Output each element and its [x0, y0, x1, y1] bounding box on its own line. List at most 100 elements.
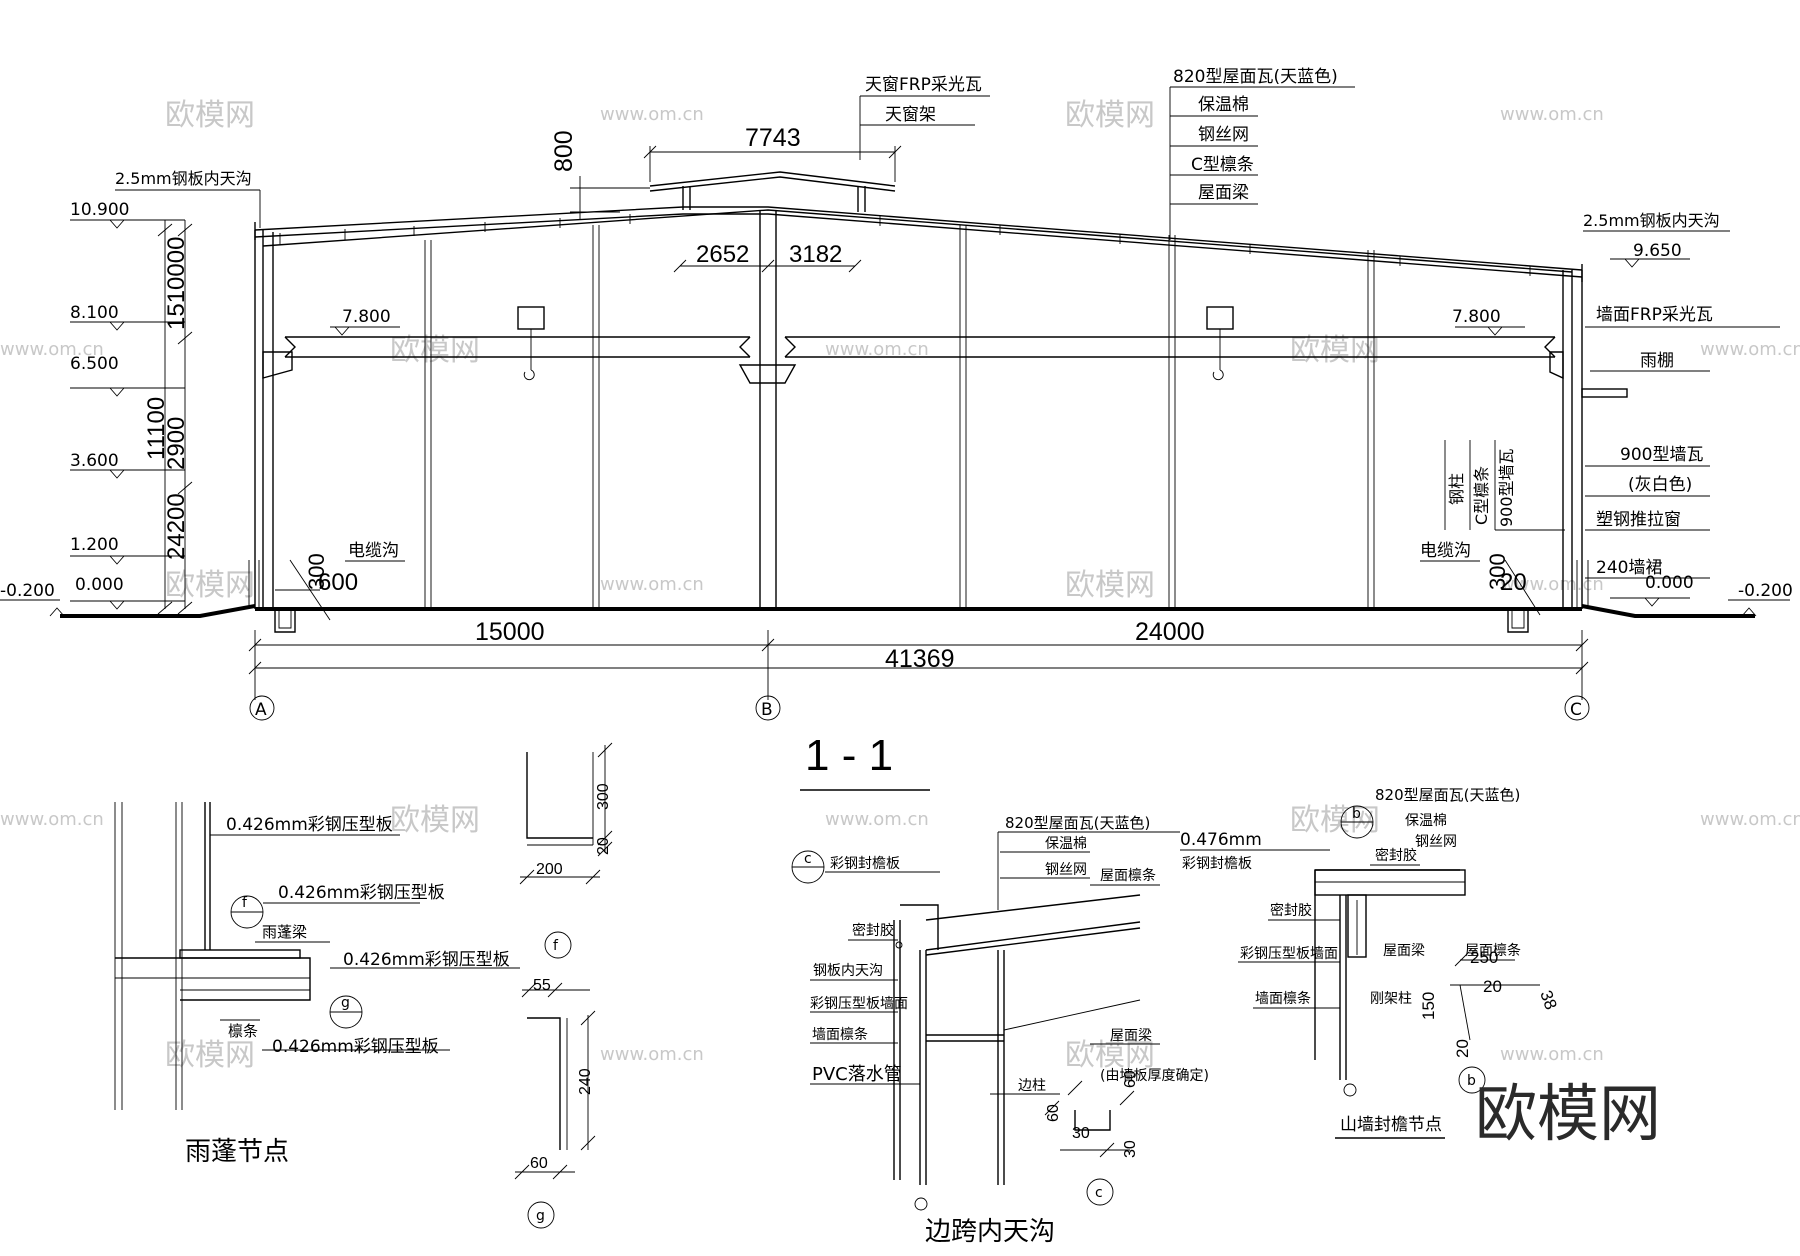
axis-bubble-b: B [755, 695, 781, 721]
watermark-url: www.om.cn [1500, 1044, 1604, 1065]
dim-f-200: 200 [536, 861, 563, 878]
gutter-bubble-c: c [804, 851, 812, 867]
ground-line [1581, 604, 1755, 618]
dim-trench-right-b: 20 [1500, 569, 1527, 596]
gutter-label-7: 彩钢压型板墙面 [810, 996, 908, 1012]
elevation-label: 6.500 [70, 354, 119, 374]
dim-g-240: 240 [577, 1068, 594, 1095]
gutter-right-label: 2.5mm钢板内天沟 [1583, 211, 1720, 230]
gutter-detail: 820型屋面瓦(天蓝色) 保温棉 钢丝网 屋面檩条 c 彩钢封檐板 密封胶 钢板… [791, 814, 1209, 1247]
axis-bubble-a: A [249, 695, 275, 721]
elevation-label: 9.650 [1633, 241, 1682, 261]
watermark-cn: 欧模网 [390, 333, 480, 368]
roof-label-purlin: C型檩条 [1191, 155, 1254, 175]
axis-bubble-c: C [1564, 695, 1590, 721]
skylight-frame-label: 天窗架 [885, 105, 936, 125]
axis-label: C [1570, 700, 1582, 720]
elevation-label: -0.200 [0, 581, 55, 601]
dim-col-upper: 1510000 [163, 237, 190, 330]
skylight [649, 171, 896, 212]
watermark-url: www.om.cn [1700, 339, 1800, 360]
watermark-url: www.om.cn [0, 809, 104, 830]
roof-rafters [254, 206, 1583, 282]
wall-skirt [248, 560, 1589, 609]
canopy-label-6: 0.426mm彩钢压型板 [272, 1037, 439, 1057]
canopy-label-1: 0.426mm彩钢压型板 [226, 815, 393, 835]
watermark-cn: 欧模网 [1065, 568, 1155, 603]
dim-total: 41369 [885, 645, 955, 673]
axis-label: B [761, 700, 773, 720]
skylight-frp-label: 天窗FRP采光瓦 [865, 75, 982, 95]
watermark-url: www.om.cn [1500, 104, 1604, 125]
dim-b-20: 20 [1483, 977, 1502, 996]
gable-label-4: 彩钢封檐板 [1182, 856, 1252, 872]
elevation-marks-left: 10.900 8.100 6.500 3.600 1.200 0.000 -0.… [0, 200, 185, 617]
window-label: 塑钢推拉窗 [1596, 510, 1681, 530]
gutter-left-callout: 2.5mm钢板内天沟 [115, 169, 261, 228]
cable-trench-right [1507, 609, 1529, 633]
elevation-label: 0.000 [75, 575, 124, 595]
dim-skylight-height: 800 [550, 130, 578, 172]
gable-label-6: 屋面檩条 [1465, 942, 1521, 959]
roof-label-tile: 820型屋面瓦(天蓝色) [1173, 67, 1338, 87]
canopy-right [1581, 388, 1628, 398]
ground-line [60, 604, 256, 618]
column-c [1562, 270, 1583, 609]
gutter-label-4: 彩钢封檐板 [830, 856, 900, 872]
crane-elevation-marks: 7.800 7.800 [330, 307, 1525, 336]
watermark-cn: 欧模网 [1290, 333, 1380, 368]
dim-b-250: 250 [1470, 948, 1498, 967]
vertical-label-column: 钢柱 [1447, 473, 1466, 505]
watermark-cn: 欧模网 [1065, 98, 1155, 133]
canopy-label: 雨棚 [1640, 351, 1674, 371]
dim-ridge-left: 2652 [696, 241, 749, 268]
elevation-label: 8.100 [70, 303, 119, 323]
cable-trench-left [274, 609, 296, 633]
dim-col-mid: 2900 [163, 417, 190, 470]
gable-label-9: 彩钢压型板墙面 [1240, 946, 1338, 962]
dim-c-30b: 30 [1122, 1140, 1139, 1158]
watermark-cn: 欧模网 [165, 1038, 255, 1073]
gable-bubble-b: b [1352, 806, 1361, 822]
roof-label-mesh: 钢丝网 [1198, 125, 1249, 145]
roof-purlins [279, 214, 1531, 276]
gable-label-0: 820型屋面瓦(天蓝色) [1375, 786, 1520, 804]
detail-c: 60 30 30 60 c [1044, 1070, 1139, 1206]
watermark-url: www.om.cn [600, 104, 704, 125]
dim-trench-left-a: 300 [304, 553, 329, 590]
dim-c-60a: 60 [1045, 1104, 1062, 1122]
gable-label-5: 密封胶 [1375, 847, 1417, 864]
dim-col-total: 11100 [143, 397, 170, 460]
canopy-detail-title: 雨蓬节点 [185, 1137, 289, 1167]
gable-label-11: 刚架柱 [1370, 991, 1412, 1007]
dim-span-ab: 15000 [475, 618, 545, 646]
watermark-url: www.om.cn [825, 339, 929, 360]
dim-b-20b: 20 [1453, 1039, 1472, 1058]
span-dims: 15000 24000 41369 [248, 618, 1589, 700]
skylight-dims: 7743 800 2652 3182 [550, 124, 902, 273]
gable-label-3: 0.476mm [1180, 830, 1262, 850]
dim-trench-left-b: 600 [318, 569, 358, 596]
gutter-detail-title: 边跨内天沟 [925, 1217, 1055, 1247]
detail-c-label: c [1095, 1185, 1103, 1201]
dim-span-bc: 24000 [1135, 618, 1205, 646]
canopy-label-2: 0.426mm彩钢压型板 [278, 883, 445, 903]
dim-f-300: 300 [595, 783, 612, 810]
dim-b-150: 150 [1419, 992, 1438, 1020]
vertical-label-purlin: C型檩条 [1472, 466, 1491, 525]
axis-label: A [255, 700, 267, 720]
gutter-label-10: 屋面梁 [1110, 1028, 1152, 1044]
watermark-cn: 欧模网 [165, 98, 255, 133]
gutter-label-6: 钢板内天沟 [813, 963, 883, 979]
detail-b-label: b [1467, 1073, 1476, 1089]
dim-col-lower: 24200 [163, 493, 190, 560]
gable-label-2: 钢丝网 [1415, 834, 1457, 850]
gutter-label-0: 820型屋面瓦(天蓝色) [1005, 814, 1150, 832]
wall-frp-label: 墙面FRP采光瓦 [1596, 305, 1713, 325]
roof-material-callout: 820型屋面瓦(天蓝色) 保温棉 钢丝网 C型檩条 屋面梁 [1169, 67, 1355, 240]
cable-trench-left-label: 电缆沟 [348, 541, 399, 561]
trench-dims: 300 600 300 20 [275, 553, 1541, 621]
dim-trench-right-a: 300 [1485, 553, 1510, 590]
dim-c-60b: 60 [1122, 1070, 1139, 1088]
